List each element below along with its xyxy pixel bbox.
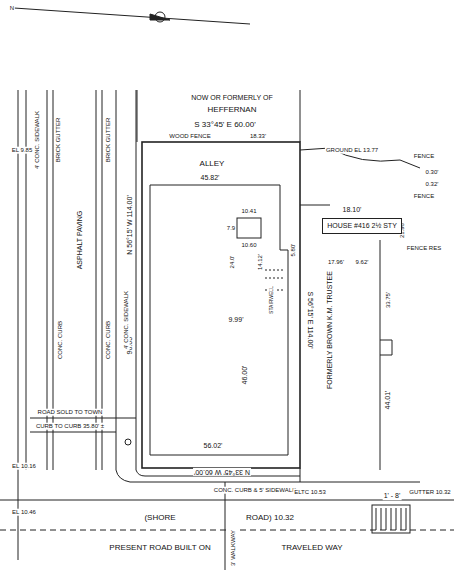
dimension-label: FENCE [413,193,435,200]
dimension-label: N 33°45' W 60.00' [193,468,251,476]
dimension-label: CONC. CURB & 5' SIDEWALK [213,487,297,494]
hatch-stroke [396,508,397,530]
dimension-label: 44.01' [384,390,392,411]
dimension-label: ALLEY [199,160,226,169]
dimension-label: EL 10.46 [11,509,37,516]
utility-pole [125,439,131,445]
dimension-label: FENCE [413,153,435,160]
dimension-label: EL 9.85 [11,147,33,154]
dimension-label: ROAD SOLD TO TOWN [37,409,104,416]
dimension-label: HEFFERNAN [207,106,258,115]
house-label: HOUSE #416 2½ STY [327,222,397,230]
dimension-label: 0.32' [425,181,440,188]
dimension-label: 4' CONC. SIDEWALK [34,110,41,170]
hatch-stroke [376,508,377,530]
north-arrow-head [150,14,170,20]
dimension-label: 18.10' [342,206,363,214]
neighbour-fence [137,90,420,470]
porch-hatch [376,508,406,530]
dimension-label: 18.33' [249,133,267,140]
hatch-stroke [391,508,392,530]
dimension-label: ROAD) 10.32 [245,514,295,523]
dimension-line [30,432,116,433]
dimension-label: S 33°45' E 60.00' [193,121,256,130]
dimension-label: 24.0' [229,255,236,270]
hatch-stroke [381,508,382,530]
stairwell-lines [265,270,285,290]
dimension-label: FENCE RES [406,245,442,252]
dimension-line [30,418,136,419]
hatch-stroke [401,508,402,530]
dimension-label: CONC. CURB [57,320,64,360]
dimension-label: 10.41 [240,208,257,215]
road-strips [18,90,300,560]
dimension-label: ELTC 10.53 [293,489,327,496]
dimension-label: 14.12' [257,253,264,271]
dimension-label: BRICK GUTTER [105,117,112,164]
hatch-stroke [406,508,407,530]
dimension-label: CURB TO CURB 35.80' ± [35,423,105,430]
dimension-label: 4' CONC. SIDEWALK [123,290,130,350]
dimension-label: 9.62' [355,259,370,266]
dimension-label: EL 10.16 [11,463,37,470]
dimension-label: NOW OR FORMERLY OF [190,94,273,102]
curb-line [300,468,420,482]
north-arrow [14,8,250,24]
dimension-label: ASPHALT PAVING [76,210,84,271]
dimension-label: BRICK GUTTER [55,117,62,164]
lot-boundary [142,142,300,468]
dimension-label: FORMERLY BROWN K.M. TRUSTEE [326,270,334,390]
dimension-label: 10.60 [240,242,257,249]
house-box: HOUSE #416 2½ STY [322,218,402,234]
dimension-label: S 56°15' E 114.00' [306,290,314,349]
dimension-label: GROUND EL 13.77 [325,147,379,154]
dimension-label: 45.82' [200,174,221,182]
dimension-label: 7.9 [226,225,236,232]
dimension-label: 56.02' [203,442,224,450]
dimension-label: 46.00' [241,365,249,386]
dimension-label: WOOD FENCE [168,133,211,140]
dimension-label: 33.75' [385,291,392,309]
hatch-stroke [386,508,387,530]
dimension-label: 1' - 8' [383,492,402,500]
building-outline [150,185,288,455]
dimension-label: (SHORE [143,514,176,523]
dimension-label: STAIRWELL [269,285,275,315]
dimension-label: 0.30' [425,169,440,176]
dimension-label: 9.99' [228,316,245,324]
dimension-label: N 56°15' W 114.00' [126,194,134,255]
dimension-label: TRAVELED WAY [280,544,343,553]
dimension-label: 3' WALKWAY [230,529,237,567]
dimension-label: 17.96' [327,259,345,266]
dimension-label: PRESENT ROAD BUILT ON [108,544,211,553]
dimension-label: GUTTER 10.32 [408,489,451,496]
porch-outline [372,505,410,533]
shed-outline [237,218,261,238]
dimension-label: 5.80' [290,243,297,258]
dimension-label: CONC. CURB [105,320,112,360]
dimension-label: N [9,5,15,12]
walkway-line [225,482,226,570]
